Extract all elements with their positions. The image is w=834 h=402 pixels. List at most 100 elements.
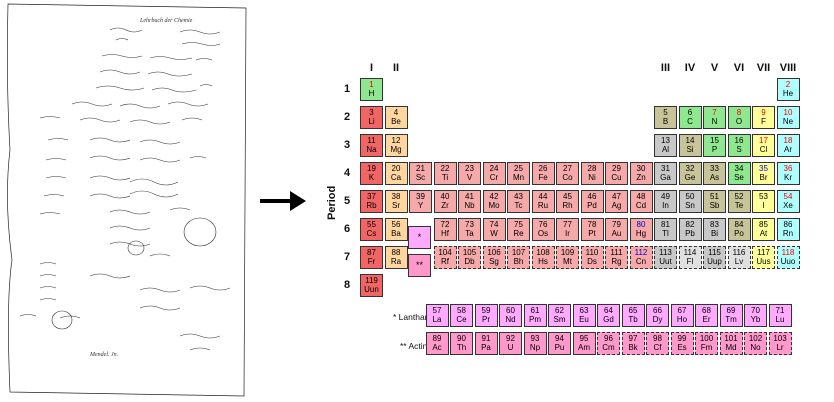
element-symbol: N xyxy=(711,117,718,126)
atomic-number: 52 xyxy=(734,192,744,201)
atomic-number: 72 xyxy=(440,220,450,229)
element-symbol: Es xyxy=(677,343,687,352)
element-symbol: Ds xyxy=(587,257,597,266)
element-symbol: Pd xyxy=(587,201,597,210)
element-symbol: Pm xyxy=(529,315,541,324)
element-symbol: Re xyxy=(513,229,524,238)
element-symbol: Ti xyxy=(441,173,449,182)
atomic-number: 69 xyxy=(726,306,736,315)
atomic-number: 116 xyxy=(732,248,746,257)
element-symbol: Ta xyxy=(465,229,474,238)
atomic-number: 90 xyxy=(457,334,466,343)
atomic-number: 59 xyxy=(481,306,491,315)
atomic-number: 77 xyxy=(563,220,572,229)
period-label: 5 xyxy=(343,195,351,207)
atomic-number: 85 xyxy=(759,220,768,229)
atomic-number: 113 xyxy=(659,248,672,257)
atomic-number: 92 xyxy=(506,334,515,343)
element-symbol: Na xyxy=(366,145,377,154)
element-symbol: Cs xyxy=(366,229,377,238)
manuscript-heading: Lehrbuch der Chemie xyxy=(139,18,193,24)
element-symbol: In xyxy=(662,201,669,210)
atomic-number: 82 xyxy=(685,220,695,229)
atomic-number: 10 xyxy=(783,108,793,117)
atomic-number: 37 xyxy=(367,192,376,201)
period-axis-title: Period xyxy=(326,185,338,220)
element-symbol: Md xyxy=(725,343,737,352)
lanthanide-marker: * xyxy=(408,226,431,249)
element-symbol: Ne xyxy=(782,117,794,126)
atomic-number: 21 xyxy=(416,164,425,173)
atomic-number: 12 xyxy=(391,136,401,145)
atomic-number: 3 xyxy=(369,108,374,117)
element-symbol: Al xyxy=(661,145,670,154)
element-symbol: He xyxy=(782,89,794,98)
atomic-number: 64 xyxy=(604,306,613,315)
atomic-number: 105 xyxy=(462,248,477,257)
element-symbol: Uus xyxy=(756,257,771,266)
element-symbol: Ca xyxy=(390,173,402,182)
element-symbol: Kr xyxy=(784,173,792,182)
atomic-number: 4 xyxy=(393,108,399,117)
atomic-number: 60 xyxy=(506,306,515,315)
atomic-number: 75 xyxy=(514,220,523,229)
element-symbol: Be xyxy=(391,117,401,126)
element-symbol: Uup xyxy=(707,257,722,266)
element-symbol: Rg xyxy=(611,257,622,266)
atomic-number: 13 xyxy=(661,136,670,145)
atomic-number: 78 xyxy=(587,220,597,229)
atomic-number: 6 xyxy=(687,108,693,117)
atomic-number: 17 xyxy=(759,136,768,145)
atomic-number: 46 xyxy=(587,192,597,201)
element-symbol: Cr xyxy=(489,173,499,182)
atomic-number: 18 xyxy=(783,136,793,145)
element-symbol: Os xyxy=(537,229,549,238)
atomic-number: 35 xyxy=(759,164,768,173)
period-label: 2 xyxy=(343,111,351,123)
atomic-number: 15 xyxy=(710,136,719,145)
atomic-number: 50 xyxy=(685,192,695,201)
group-label: VII xyxy=(756,62,771,74)
atomic-number: 114 xyxy=(683,248,697,257)
atomic-number: 53 xyxy=(759,192,768,201)
element-symbol: Nb xyxy=(464,201,475,210)
element-symbol: Zr xyxy=(441,201,449,210)
atomic-number: 61 xyxy=(530,306,540,315)
element-symbol: Po xyxy=(734,229,744,238)
atomic-number: 71 xyxy=(775,306,785,315)
element-symbol: Pb xyxy=(685,229,695,238)
actinide-marker: ** xyxy=(408,254,431,277)
element-symbol: Rb xyxy=(366,201,377,210)
element-symbol: No xyxy=(750,343,761,352)
element-symbol: Er xyxy=(702,315,711,324)
